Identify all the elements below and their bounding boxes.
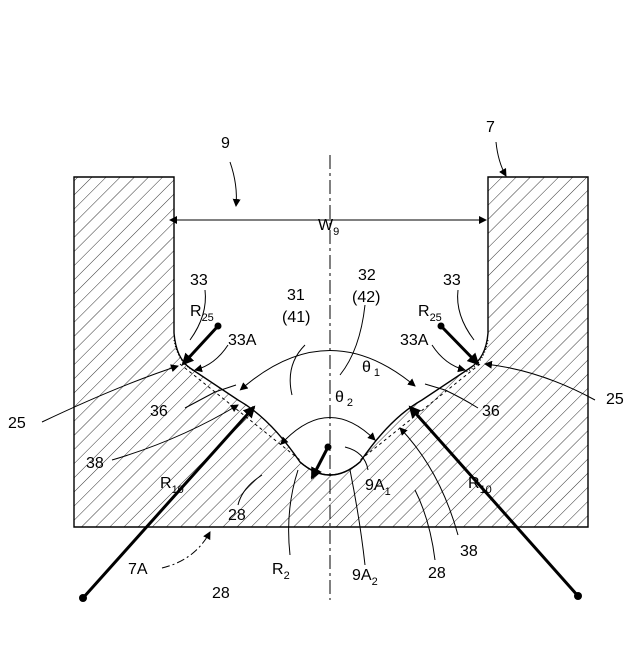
label-7: 7 [486, 119, 495, 136]
r25-left-center [215, 323, 222, 330]
leader-33-right [458, 290, 474, 340]
leader-7A [162, 532, 210, 568]
leader-7 [496, 142, 506, 176]
label-42: (42) [352, 289, 380, 306]
label-36-right: 36 [482, 403, 500, 420]
label-r25-right: R25 [418, 303, 442, 324]
label-38-left: 38 [86, 455, 104, 472]
leader-33A-left [195, 345, 228, 370]
label-38-right: 38 [460, 543, 478, 560]
label-33-right: 33 [443, 272, 461, 289]
label-28-left: 28 [228, 507, 246, 524]
r10-left-center [79, 594, 87, 602]
label-r25-left: R25 [190, 303, 214, 324]
label-7A: 7A [128, 561, 148, 578]
label-32: 32 [358, 267, 376, 284]
label-25-left: 25 [8, 415, 26, 432]
leader-31-41 [290, 345, 305, 395]
label-28-bottom: 28 [212, 585, 230, 602]
r25-right-leader [441, 326, 478, 364]
r10-right-center [574, 592, 582, 600]
label-33A-left: 33A [228, 332, 257, 349]
label-theta2: θ2 [335, 389, 353, 409]
label-41: (41) [282, 309, 310, 326]
label-28-right: 28 [428, 565, 446, 582]
label-9: 9 [221, 135, 230, 152]
label-9A2: 9A2 [352, 567, 378, 588]
label-33A-right: 33A [400, 332, 429, 349]
leader-9 [230, 162, 236, 206]
label-25-right: 25 [606, 391, 624, 408]
leader-33A-right [432, 345, 465, 370]
label-33-left: 33 [190, 272, 208, 289]
r25-left-leader [183, 326, 218, 364]
r2-center [325, 444, 332, 451]
label-r2: R2 [272, 561, 290, 582]
label-31: 31 [287, 287, 305, 304]
label-36-left: 36 [150, 403, 168, 420]
